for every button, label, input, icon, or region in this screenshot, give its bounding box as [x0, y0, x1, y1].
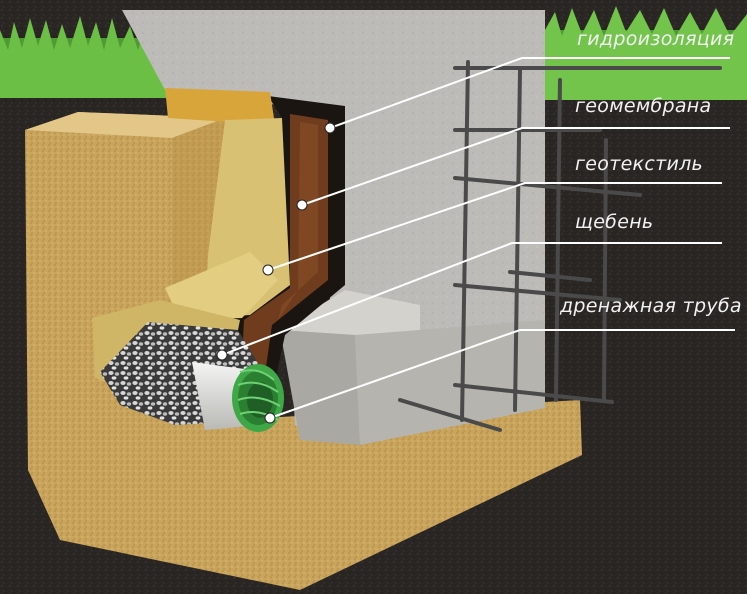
grass-left — [0, 16, 170, 98]
leader-dot-gravel — [216, 349, 228, 361]
leader-line-geomembrane — [301, 127, 730, 206]
leader-line-drain-pipe — [269, 329, 735, 419]
label-geomembrane: геомембрана — [575, 95, 711, 117]
label-geotextile: геотекстиль — [575, 153, 703, 175]
leader-dot-waterproofing — [324, 122, 336, 134]
leader-dots — [216, 122, 336, 424]
label-gravel: щебень — [575, 211, 653, 233]
leader-dot-geotextile — [262, 264, 274, 276]
leader-line-geotextile — [267, 182, 722, 271]
waterproofing-layer — [240, 114, 328, 398]
labels: гидроизоляция геомембрана геотекстиль ще… — [559, 28, 742, 317]
label-waterproofing: гидроизоляция — [577, 28, 734, 50]
leader-dot-drain-pipe — [264, 412, 276, 424]
leader-line-waterproofing — [329, 57, 730, 129]
label-drain-pipe: дренажная труба — [559, 295, 742, 317]
leader-dot-geomembrane — [296, 199, 308, 211]
leader-line-gravel — [221, 242, 722, 356]
rebar-cage — [398, 60, 722, 432]
grass-right — [545, 6, 747, 100]
leader-lines — [221, 57, 735, 419]
